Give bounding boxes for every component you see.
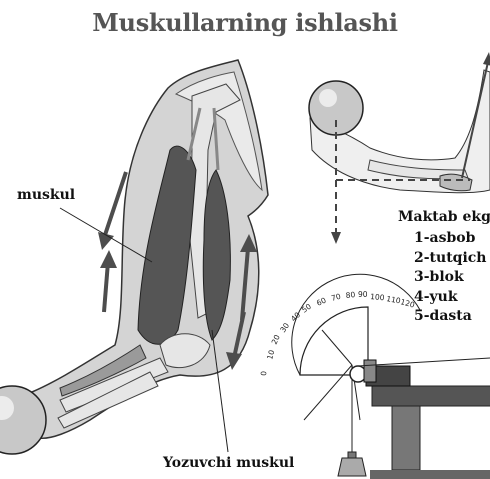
label-muskul: muskul	[17, 187, 75, 203]
legend-list: 1-asbob 2-tutqich 3-blok 4-yuk 5-dasta	[414, 229, 486, 327]
arm-illustration	[0, 60, 268, 454]
legend-item: 1-asbob	[414, 229, 486, 249]
tick-label: 50	[300, 302, 313, 315]
table-base	[370, 470, 490, 479]
legend-item: 2-tutqich	[414, 249, 486, 269]
horizontal-string	[358, 358, 490, 366]
tick-label: 60	[315, 296, 328, 308]
label-maktab: Maktab ekgo	[398, 209, 490, 225]
tick-label: 40	[289, 310, 302, 323]
tick-label: 90	[358, 290, 368, 299]
table-leg	[392, 406, 420, 470]
protractor	[300, 307, 368, 375]
force-arrow-head	[331, 232, 341, 244]
weight-hook	[348, 452, 356, 458]
legend-item: 4-yuk	[414, 288, 486, 308]
tick-label: 80	[345, 290, 356, 300]
tick-label: 10	[265, 349, 276, 361]
table-top	[372, 386, 490, 406]
tick-label: 70	[330, 292, 342, 303]
arrow-up-1-head	[100, 250, 117, 268]
tick-label: 100	[370, 292, 385, 302]
ball-right-highlight	[319, 89, 337, 107]
tick-label: 30	[278, 321, 291, 334]
weight	[338, 458, 366, 476]
arrow-up-1	[104, 262, 108, 312]
legend-item: 3-blok	[414, 268, 486, 288]
legend-item: 5-dasta	[414, 307, 486, 327]
muscle-force-arrow	[483, 52, 490, 66]
tick-label: 0	[259, 370, 268, 376]
label-yozuvchi-muskul: Yozuvchi muskul	[163, 455, 294, 471]
grip-handle	[364, 360, 376, 382]
tick-label: 20	[270, 333, 282, 346]
